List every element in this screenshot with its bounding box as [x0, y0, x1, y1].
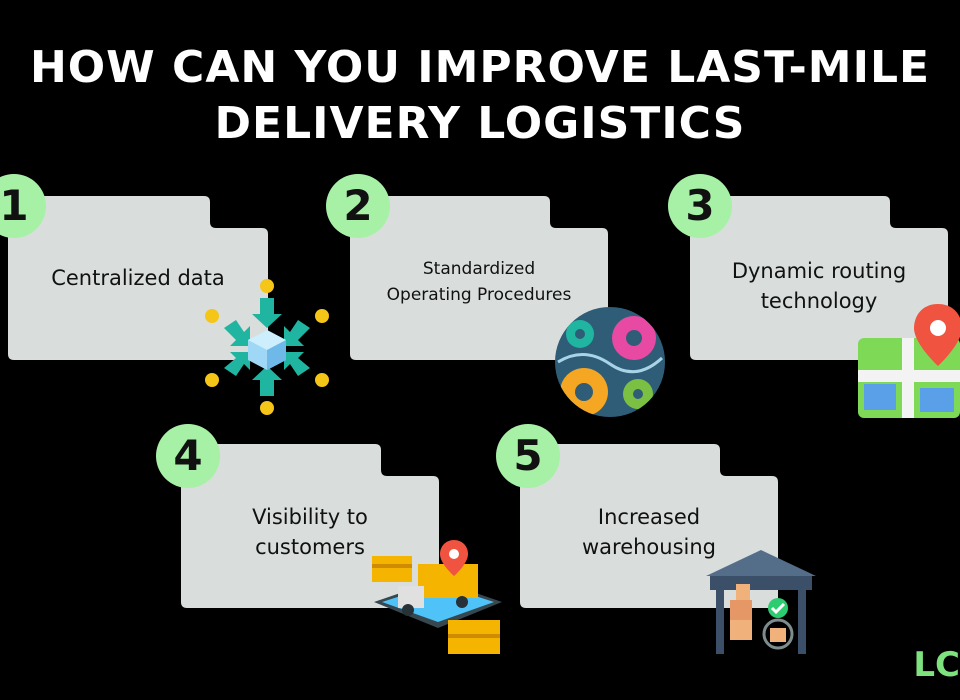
brand-logo: LC	[913, 645, 960, 685]
step-label-4: Visibility to customers	[181, 502, 439, 562]
step-label-5: Increased warehousing	[520, 502, 778, 562]
step-card-3: Dynamic routing technology	[690, 196, 948, 360]
centralized-data-icon	[205, 279, 329, 415]
page-title: HOW CAN YOU IMPROVE LAST-MILE DELIVERY L…	[0, 40, 960, 152]
step-label-1: Centralized data	[51, 266, 225, 290]
step-card-2: Standardized Operating Procedures	[350, 196, 608, 360]
step-label-2-line-1: Standardized	[422, 259, 536, 279]
step-badge-5: 5	[496, 424, 560, 488]
step-badge-1: 1	[0, 174, 46, 238]
card-shape	[690, 196, 948, 360]
step-card-5: Increased warehousing	[520, 444, 778, 608]
step-label-5-line-1: Increased	[597, 505, 701, 529]
map-pin-icon	[858, 304, 960, 418]
step-label-3-line-2: technology	[760, 289, 878, 313]
card-shape	[8, 196, 268, 360]
card-shape	[350, 196, 608, 360]
step-label-2-line-2: Operating Procedures	[386, 285, 572, 305]
step-badge-3: 3	[668, 174, 732, 238]
step-label-4-line-1: Visibility to	[252, 505, 368, 529]
step-badge-2: 2	[326, 174, 390, 238]
step-label-3-line-1: Dynamic routing	[731, 259, 907, 283]
step-badge-4: 4	[156, 424, 220, 488]
step-label-4-line-2: customers	[255, 535, 365, 559]
gears-icon	[555, 307, 665, 417]
title-line-2: DELIVERY LOGISTICS	[214, 98, 746, 149]
step-label-3: Dynamic routing technology	[690, 256, 948, 316]
delivery-truck-icon	[372, 540, 502, 654]
warehouse-icon	[706, 550, 816, 654]
step-label-2: Standardized Operating Procedures	[350, 256, 608, 308]
card-shape	[520, 444, 778, 608]
title-line-1: HOW CAN YOU IMPROVE LAST-MILE	[29, 42, 931, 93]
step-card-1: Centralized data	[8, 196, 268, 360]
step-label-5-line-2: warehousing	[581, 535, 717, 559]
